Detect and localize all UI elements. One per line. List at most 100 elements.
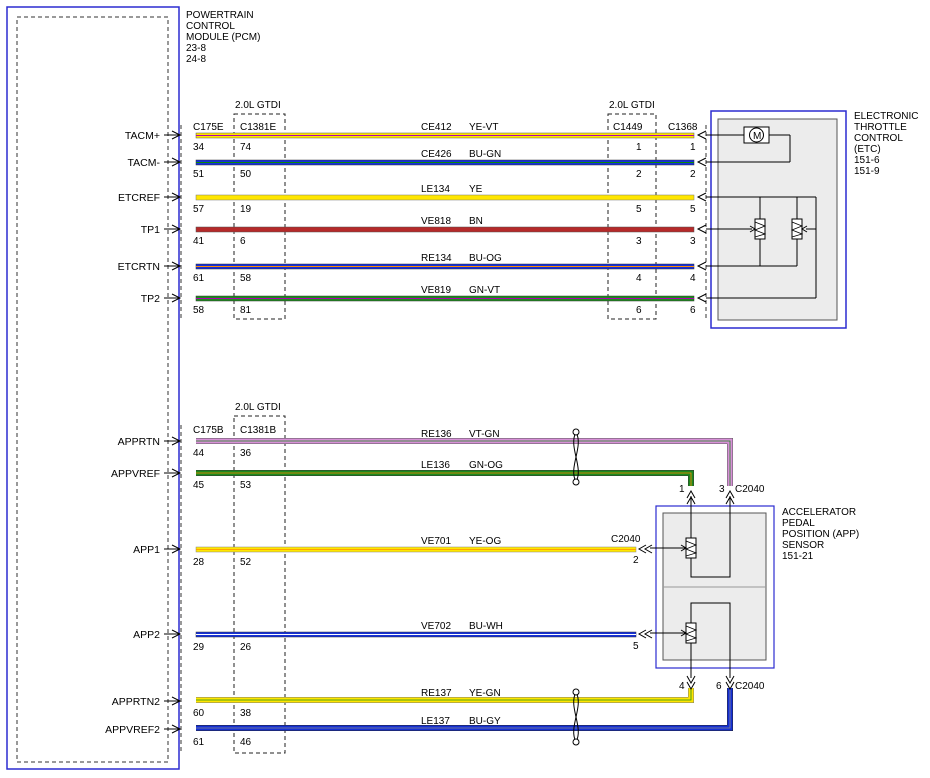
- etc-label-line: 151-6: [854, 155, 880, 166]
- wire-color: VT-GN: [469, 429, 500, 440]
- pin-number: 74: [240, 142, 252, 153]
- connector-c1381b: C1381B: [240, 425, 276, 436]
- pin-number: 6: [716, 681, 722, 692]
- app-sensor1-loop: [690, 496, 731, 578]
- pin-number: 1: [636, 142, 642, 153]
- potentiometer-icon: [753, 221, 767, 238]
- wire-color: BU-GY: [469, 716, 501, 727]
- pin-arrow: [171, 436, 182, 446]
- pin-number: 3: [719, 484, 725, 495]
- pcm-label-line: 24-8: [186, 54, 206, 65]
- pin-number: 36: [240, 448, 252, 459]
- pin-arrow: [171, 696, 182, 706]
- etc-module-body: [717, 118, 838, 321]
- signal-label: APP2: [133, 629, 160, 641]
- pin-arrow: [643, 629, 653, 639]
- signal-label: TP2: [141, 293, 160, 305]
- wire: [195, 194, 695, 201]
- pin-arrow: [171, 157, 182, 167]
- circuit-row: APPRTN RE136 VT-GN 44 36 3: [118, 429, 735, 505]
- bottom-connector-frames: 2.0L GTDI C175B C1381B: [180, 402, 286, 754]
- circuit-number: RE134: [421, 253, 452, 264]
- wire-stripe: [196, 688, 692, 701]
- connector-c1381e: C1381E: [240, 122, 276, 133]
- pin-number: 1: [679, 484, 685, 495]
- bottom-circuit-list: APPRTN RE136 VT-GN 44 36 3 APPVREF LE136…: [105, 429, 765, 748]
- pin-number: 5: [633, 641, 639, 652]
- pin-arrow: [696, 130, 707, 140]
- twist-end: [572, 478, 580, 486]
- signal-label: APPRTN: [118, 436, 160, 448]
- wire: [196, 688, 733, 731]
- twisted-pair-marker: [572, 428, 580, 486]
- pin-number: 4: [636, 273, 642, 284]
- pin-arrow: [171, 724, 182, 734]
- pin-number: 2: [636, 169, 642, 180]
- pin-arrow: [171, 468, 182, 478]
- circuit-number: LE136: [421, 460, 450, 471]
- pin-number: 45: [193, 480, 205, 491]
- app-label-line: ACCELERATOR: [782, 507, 856, 518]
- pin-arrow: [725, 495, 735, 505]
- pin-number: 6: [240, 236, 246, 247]
- pin-number: 61: [193, 737, 205, 748]
- pin-number: 57: [193, 204, 205, 215]
- pin-number: 61: [193, 273, 205, 284]
- pcm-label-line: CONTROL: [186, 21, 235, 32]
- pin-number: 4: [690, 273, 696, 284]
- etc-label-line: ELECTRONIC: [854, 111, 918, 122]
- pin-arrow: [696, 261, 707, 271]
- wire: [196, 438, 733, 486]
- wire-color: YE-GN: [469, 688, 501, 699]
- signal-label: APP1: [133, 544, 160, 556]
- connector-c1449: C1449: [613, 122, 643, 133]
- signal-label: TACM-: [128, 157, 161, 169]
- wire-color: GN-OG: [469, 460, 503, 471]
- pin-number: 4: [679, 681, 685, 692]
- pin-number: 46: [240, 737, 252, 748]
- pin-arrow: [696, 157, 707, 167]
- app-label-line: POSITION (APP): [782, 529, 859, 540]
- potentiometer-icon: [684, 625, 698, 642]
- c1449-frame: [607, 113, 657, 320]
- circuit-row: ETCREF LE134 YE 57 19 5 5: [118, 184, 707, 215]
- signal-label: APPVREF: [111, 468, 160, 480]
- pin-arrow: [696, 224, 707, 234]
- circuit-number: LE137: [421, 716, 450, 727]
- pin-number: 41: [193, 236, 205, 247]
- etc-label: ELECTRONIC THROTTLE CONTROL (ETC) 151-6 …: [854, 111, 918, 177]
- motor-symbol: M: [753, 131, 761, 142]
- wire-color: BN: [469, 216, 483, 227]
- wiper-arrow: [680, 544, 687, 552]
- pin-number: 1: [690, 142, 696, 153]
- wire-stripe: [196, 688, 731, 729]
- etc-label-line: CONTROL: [854, 133, 903, 144]
- twist-curve: [573, 431, 579, 483]
- pin-arrow: [686, 681, 696, 691]
- circuit-row: TACM+ CE412 YE-VT 34 74 1 1: [125, 122, 707, 153]
- pin-arrow: [637, 544, 647, 554]
- twist-curve: [573, 691, 579, 743]
- etc-module-border: [710, 110, 847, 329]
- wiper-arrow: [801, 225, 808, 233]
- signal-label: APPVREF2: [105, 724, 160, 736]
- pin-number: 5: [690, 204, 696, 215]
- wire-color: YE: [469, 184, 483, 195]
- pin-number: 2: [690, 169, 696, 180]
- pin-arrow: [696, 293, 707, 303]
- connector-c175b: C175B: [193, 425, 224, 436]
- motor-icon: [749, 127, 764, 143]
- pin-arrow: [171, 293, 182, 303]
- pin-arrow: [171, 544, 182, 554]
- pin-number: 19: [240, 204, 252, 215]
- connector-c1368: C1368: [668, 122, 698, 133]
- circuit-number: VE702: [421, 621, 451, 632]
- pin-number: 6: [636, 305, 642, 316]
- wire-color: BU-WH: [469, 621, 503, 632]
- circuit-row: APP2 VE702 BU-WH 29 26 5: [133, 621, 653, 653]
- circuit-row: TP2 VE819 GN-VT 58 81 6 6: [141, 285, 707, 316]
- top-circuit-list: TACM+ CE412 YE-VT 34 74 1 1 TACM- CE426 …: [118, 122, 707, 316]
- app-label-line: 151-21: [782, 551, 814, 562]
- pin-arrow: [637, 629, 647, 639]
- pin-number: 28: [193, 557, 205, 568]
